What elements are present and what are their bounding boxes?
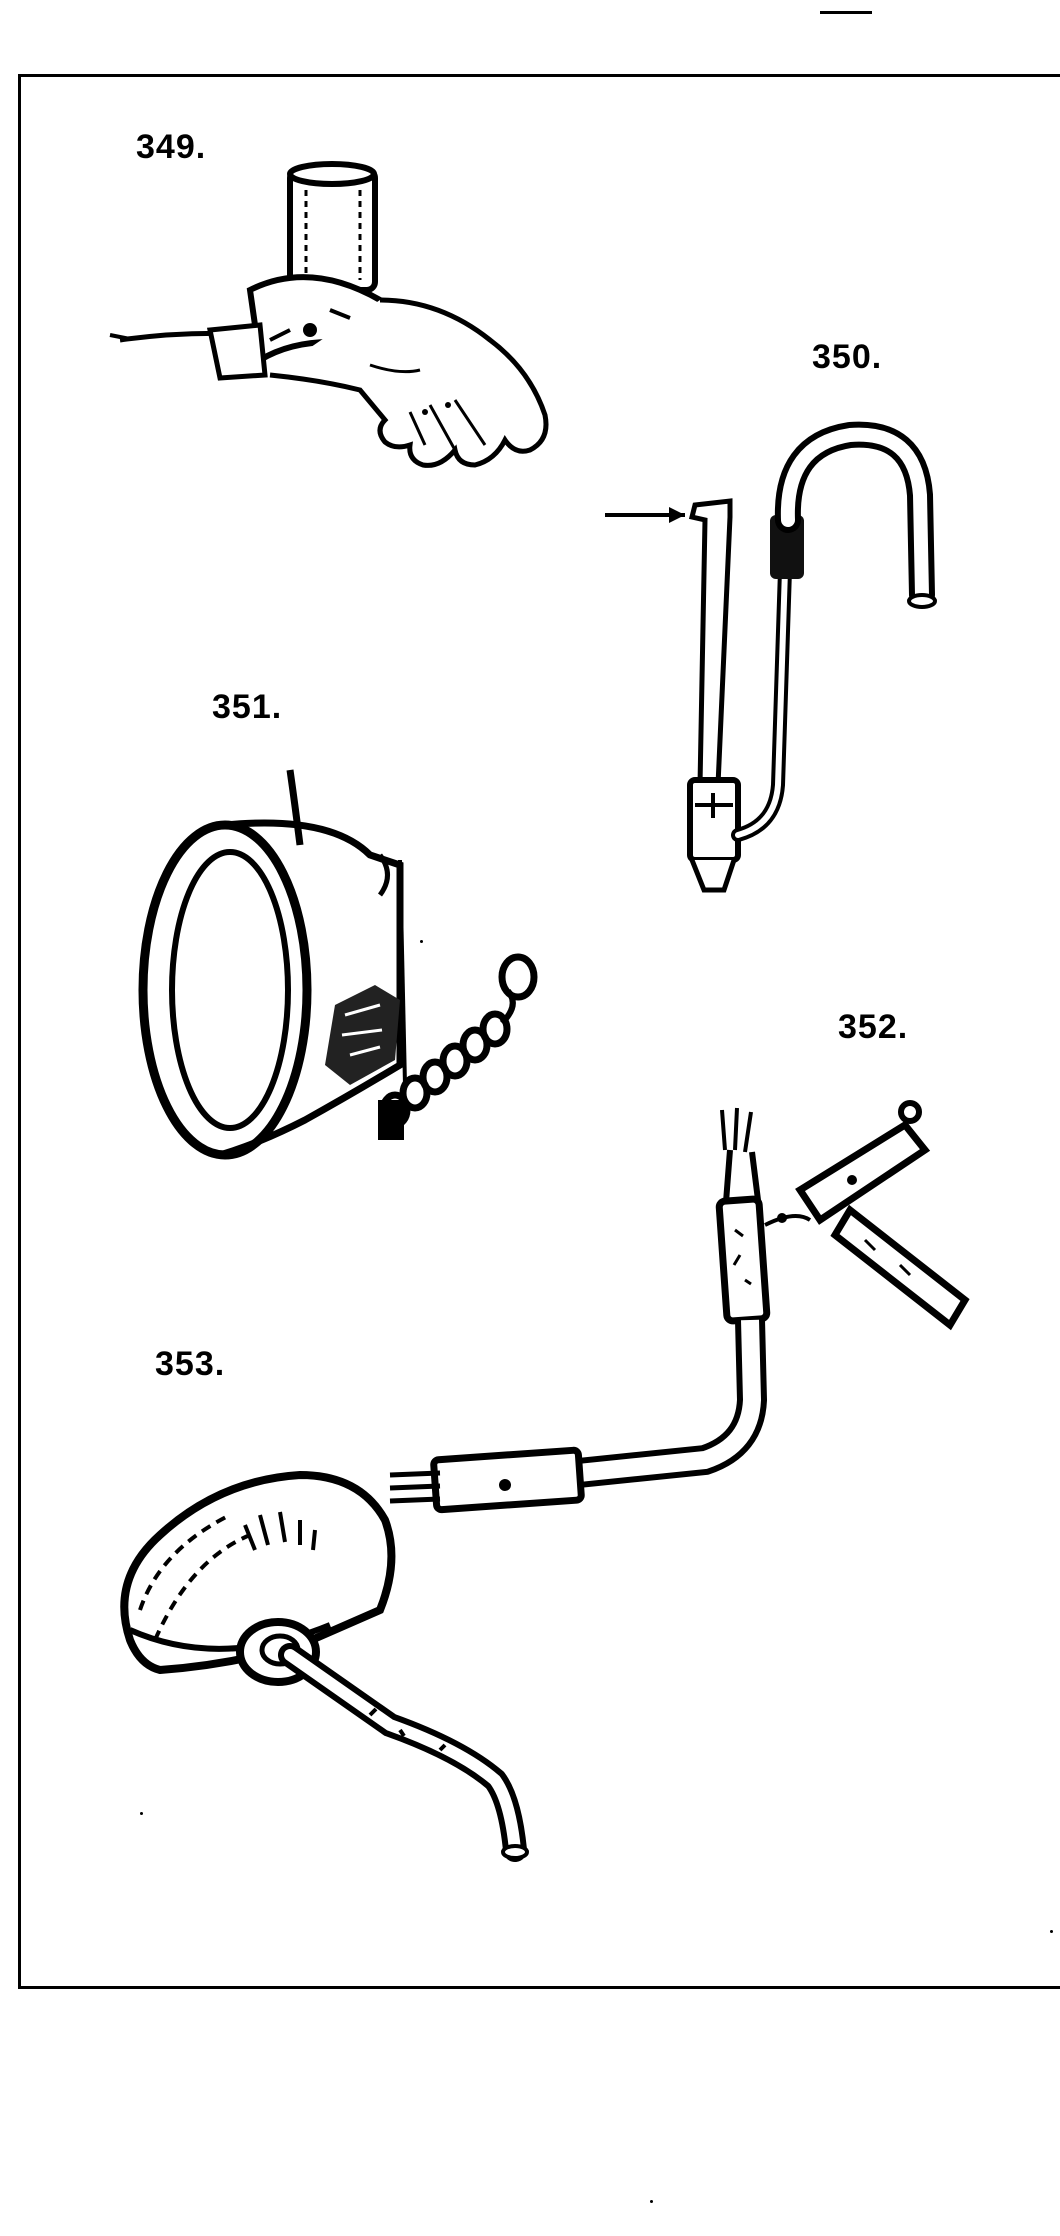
figure-label-353: 353. xyxy=(155,1345,226,1383)
figure-frame xyxy=(18,74,1060,1989)
figure-label-352: 352. xyxy=(838,1008,909,1046)
cup-probe-cable-icon xyxy=(120,1470,529,1862)
speck-mark xyxy=(140,1812,143,1815)
speck-mark xyxy=(1050,1930,1053,1933)
angled-probe-plug-icon xyxy=(389,1100,970,1514)
wrist-strap-sensor-icon xyxy=(109,161,549,468)
figure-label-349: 349. xyxy=(136,128,207,166)
top-dash-mark xyxy=(820,11,872,14)
speck-mark xyxy=(420,940,423,943)
hook-probe-icon xyxy=(605,421,937,893)
figure-label-350: 350. xyxy=(812,338,883,376)
figure-label-351: 351. xyxy=(212,688,283,726)
ring-coil-sensor-icon xyxy=(138,769,538,1160)
speck-mark xyxy=(650,2200,653,2203)
